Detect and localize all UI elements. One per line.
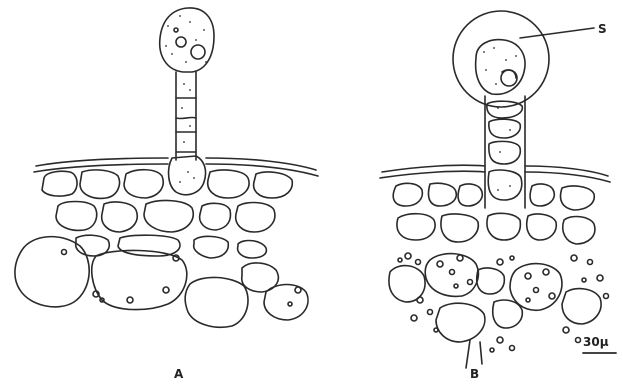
secretion-label: S (598, 22, 607, 36)
panel-a-label: A (174, 367, 183, 381)
panel-a-drawing (15, 8, 318, 327)
panel-a-stalk (176, 72, 196, 160)
panel-b-label: B (470, 367, 479, 381)
panel-b-drawing (380, 11, 610, 368)
panel-a-basal-cell (169, 156, 206, 195)
panel-b-secretion-sac (453, 11, 549, 107)
scale-bar-label: 30μ (583, 335, 609, 349)
secretion-pointer (520, 28, 594, 38)
panel-a-parenchyma (15, 237, 89, 307)
